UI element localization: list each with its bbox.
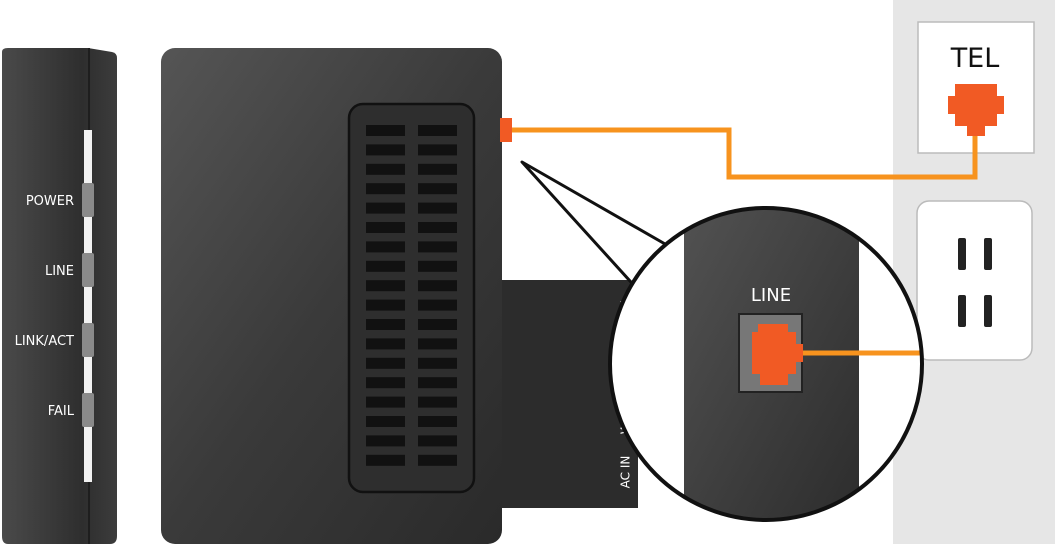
vent-slot	[366, 280, 405, 292]
vent-slot	[418, 183, 457, 195]
indicator-led-power	[82, 183, 94, 217]
power-outlet-icon	[958, 238, 992, 327]
telephone-jack-panel: TEL	[917, 21, 1035, 154]
router-body	[161, 48, 512, 544]
vent-slot	[366, 338, 405, 350]
vent-slot	[366, 163, 405, 175]
indicator-led-fail	[82, 393, 94, 427]
tel-label: TEL	[950, 43, 1000, 74]
vent-slot	[418, 241, 457, 253]
zoom-callout: LINE	[608, 206, 924, 522]
vent-slot	[366, 319, 405, 330]
vent-slot	[418, 416, 457, 427]
vent-slot	[366, 202, 405, 214]
indicator-label: FAIL	[48, 404, 75, 419]
vent-slot	[366, 241, 405, 253]
vent-slot	[418, 163, 457, 175]
vent-slot	[366, 435, 405, 447]
vent-slot	[366, 299, 405, 311]
vent-slot	[366, 396, 405, 408]
telephone-jack-icon[interactable]	[948, 84, 1004, 136]
indicator-label: POWER	[26, 194, 74, 209]
vent-slot	[418, 280, 457, 292]
vent-slot	[418, 338, 457, 350]
zoom-port-label: LINE	[751, 285, 791, 306]
vent-slot	[366, 260, 405, 272]
indicator-strip	[84, 130, 92, 482]
vent-slot	[418, 202, 457, 214]
vent-slot	[418, 357, 457, 369]
power-outlet	[916, 200, 1033, 361]
vent-slot	[418, 319, 457, 330]
vent-slot	[366, 183, 405, 195]
vent-slot	[418, 377, 457, 389]
line-port-plug	[500, 118, 512, 142]
indicator-led-line	[82, 253, 94, 287]
vent-slot	[418, 299, 457, 311]
vent-slot	[418, 125, 457, 136]
indicator-label: LINK/ACT	[15, 334, 74, 349]
vent-slot	[366, 454, 405, 466]
vent-slot	[418, 222, 457, 233]
vent-slot	[366, 222, 405, 233]
vent-slot	[366, 416, 405, 427]
vent-slot	[418, 144, 457, 156]
indicator-label: LINE	[45, 264, 74, 279]
vent-slot	[366, 144, 405, 156]
vent-slot	[418, 396, 457, 408]
device-side-panel: POWER LINE LINK/ACT FAIL	[2, 48, 117, 544]
rear-port-label: AC IN	[619, 456, 633, 489]
vent-slot	[418, 260, 457, 272]
phone-cable	[510, 127, 978, 180]
vent-slot	[366, 357, 405, 369]
vent-grille	[347, 102, 476, 494]
indicator-led-link-act	[82, 323, 94, 357]
vent-slot	[366, 125, 405, 136]
rj11-plug-icon[interactable]	[752, 324, 803, 385]
vent-slot	[366, 377, 405, 389]
vent-slot	[418, 454, 457, 466]
vent-slot	[418, 435, 457, 447]
